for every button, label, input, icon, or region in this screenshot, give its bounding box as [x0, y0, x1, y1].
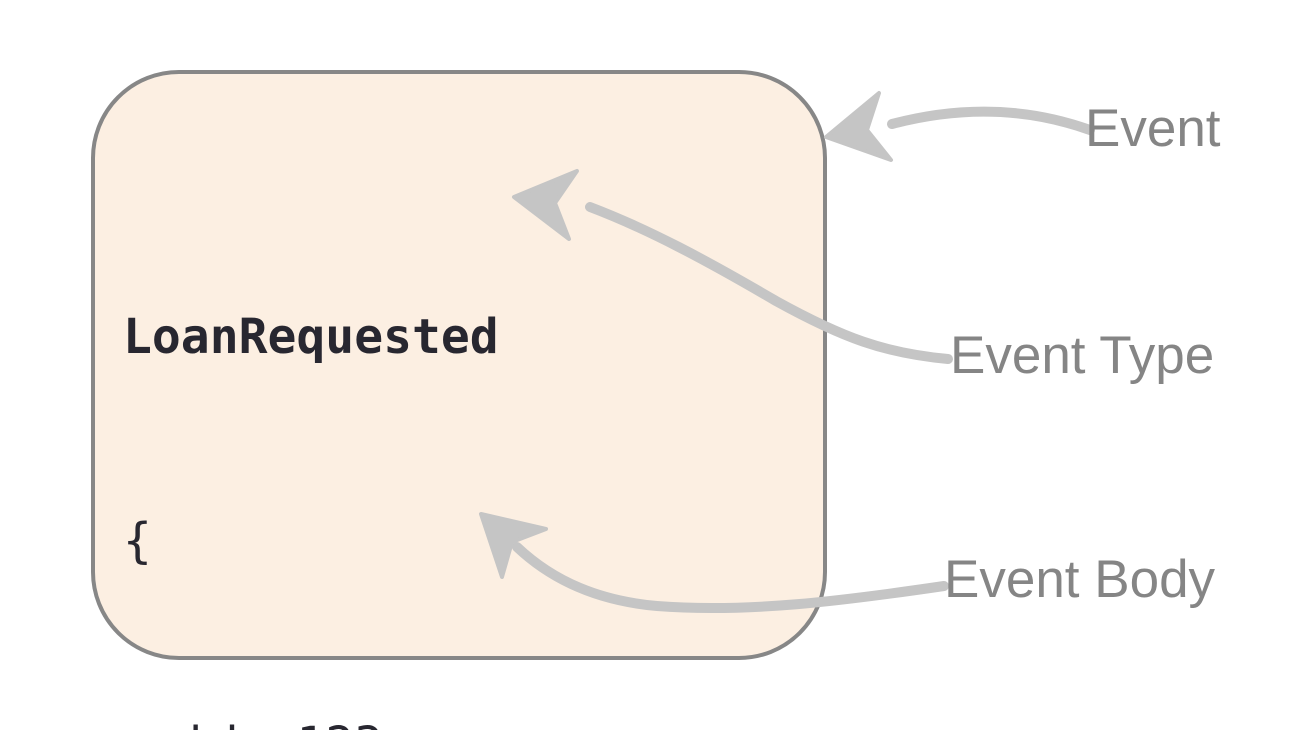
annotation-event-body-label: Event Body [944, 550, 1216, 609]
code-line-id: id: 123, [123, 711, 788, 730]
annotation-event-label: Event [1085, 99, 1221, 158]
event-type-title: LoanRequested [123, 309, 499, 365]
event-code-block: LoanRequested { id: 123, amount: 100, bo… [123, 167, 788, 730]
code-line-open-brace: { [123, 513, 152, 569]
annotation-event-type-label: Event Type [950, 326, 1215, 385]
event-arrow-line [887, 106, 1095, 135]
event-arrow [824, 91, 1095, 162]
event-arrowhead-icon [826, 93, 891, 160]
event-card: LoanRequested { id: 123, amount: 100, bo… [91, 70, 827, 730]
event-arrowhead-outline [824, 91, 893, 162]
